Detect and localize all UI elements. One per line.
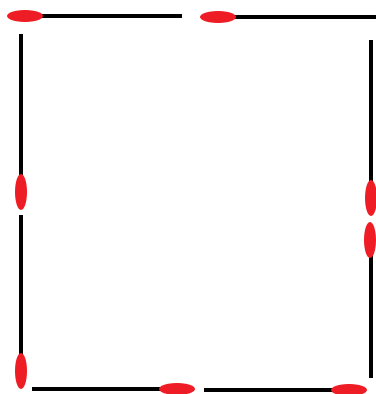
matchstick-bottom-left [32,383,195,394]
matchstick-right-upper [365,40,376,216]
match-head [15,174,27,210]
match-head [200,11,236,23]
matchstick-top-left [7,10,182,22]
match-head [159,383,195,394]
match-head [15,353,27,389]
matchstick-bottom-right [204,384,367,394]
matchstick-right-lower [364,222,376,378]
matchstick-left-upper [15,34,27,210]
match-head [365,180,376,216]
match-head [364,222,376,258]
matchstick-top-right [200,11,376,23]
match-head [331,384,367,394]
matchstick-left-lower [15,215,27,389]
match-head [7,10,43,22]
